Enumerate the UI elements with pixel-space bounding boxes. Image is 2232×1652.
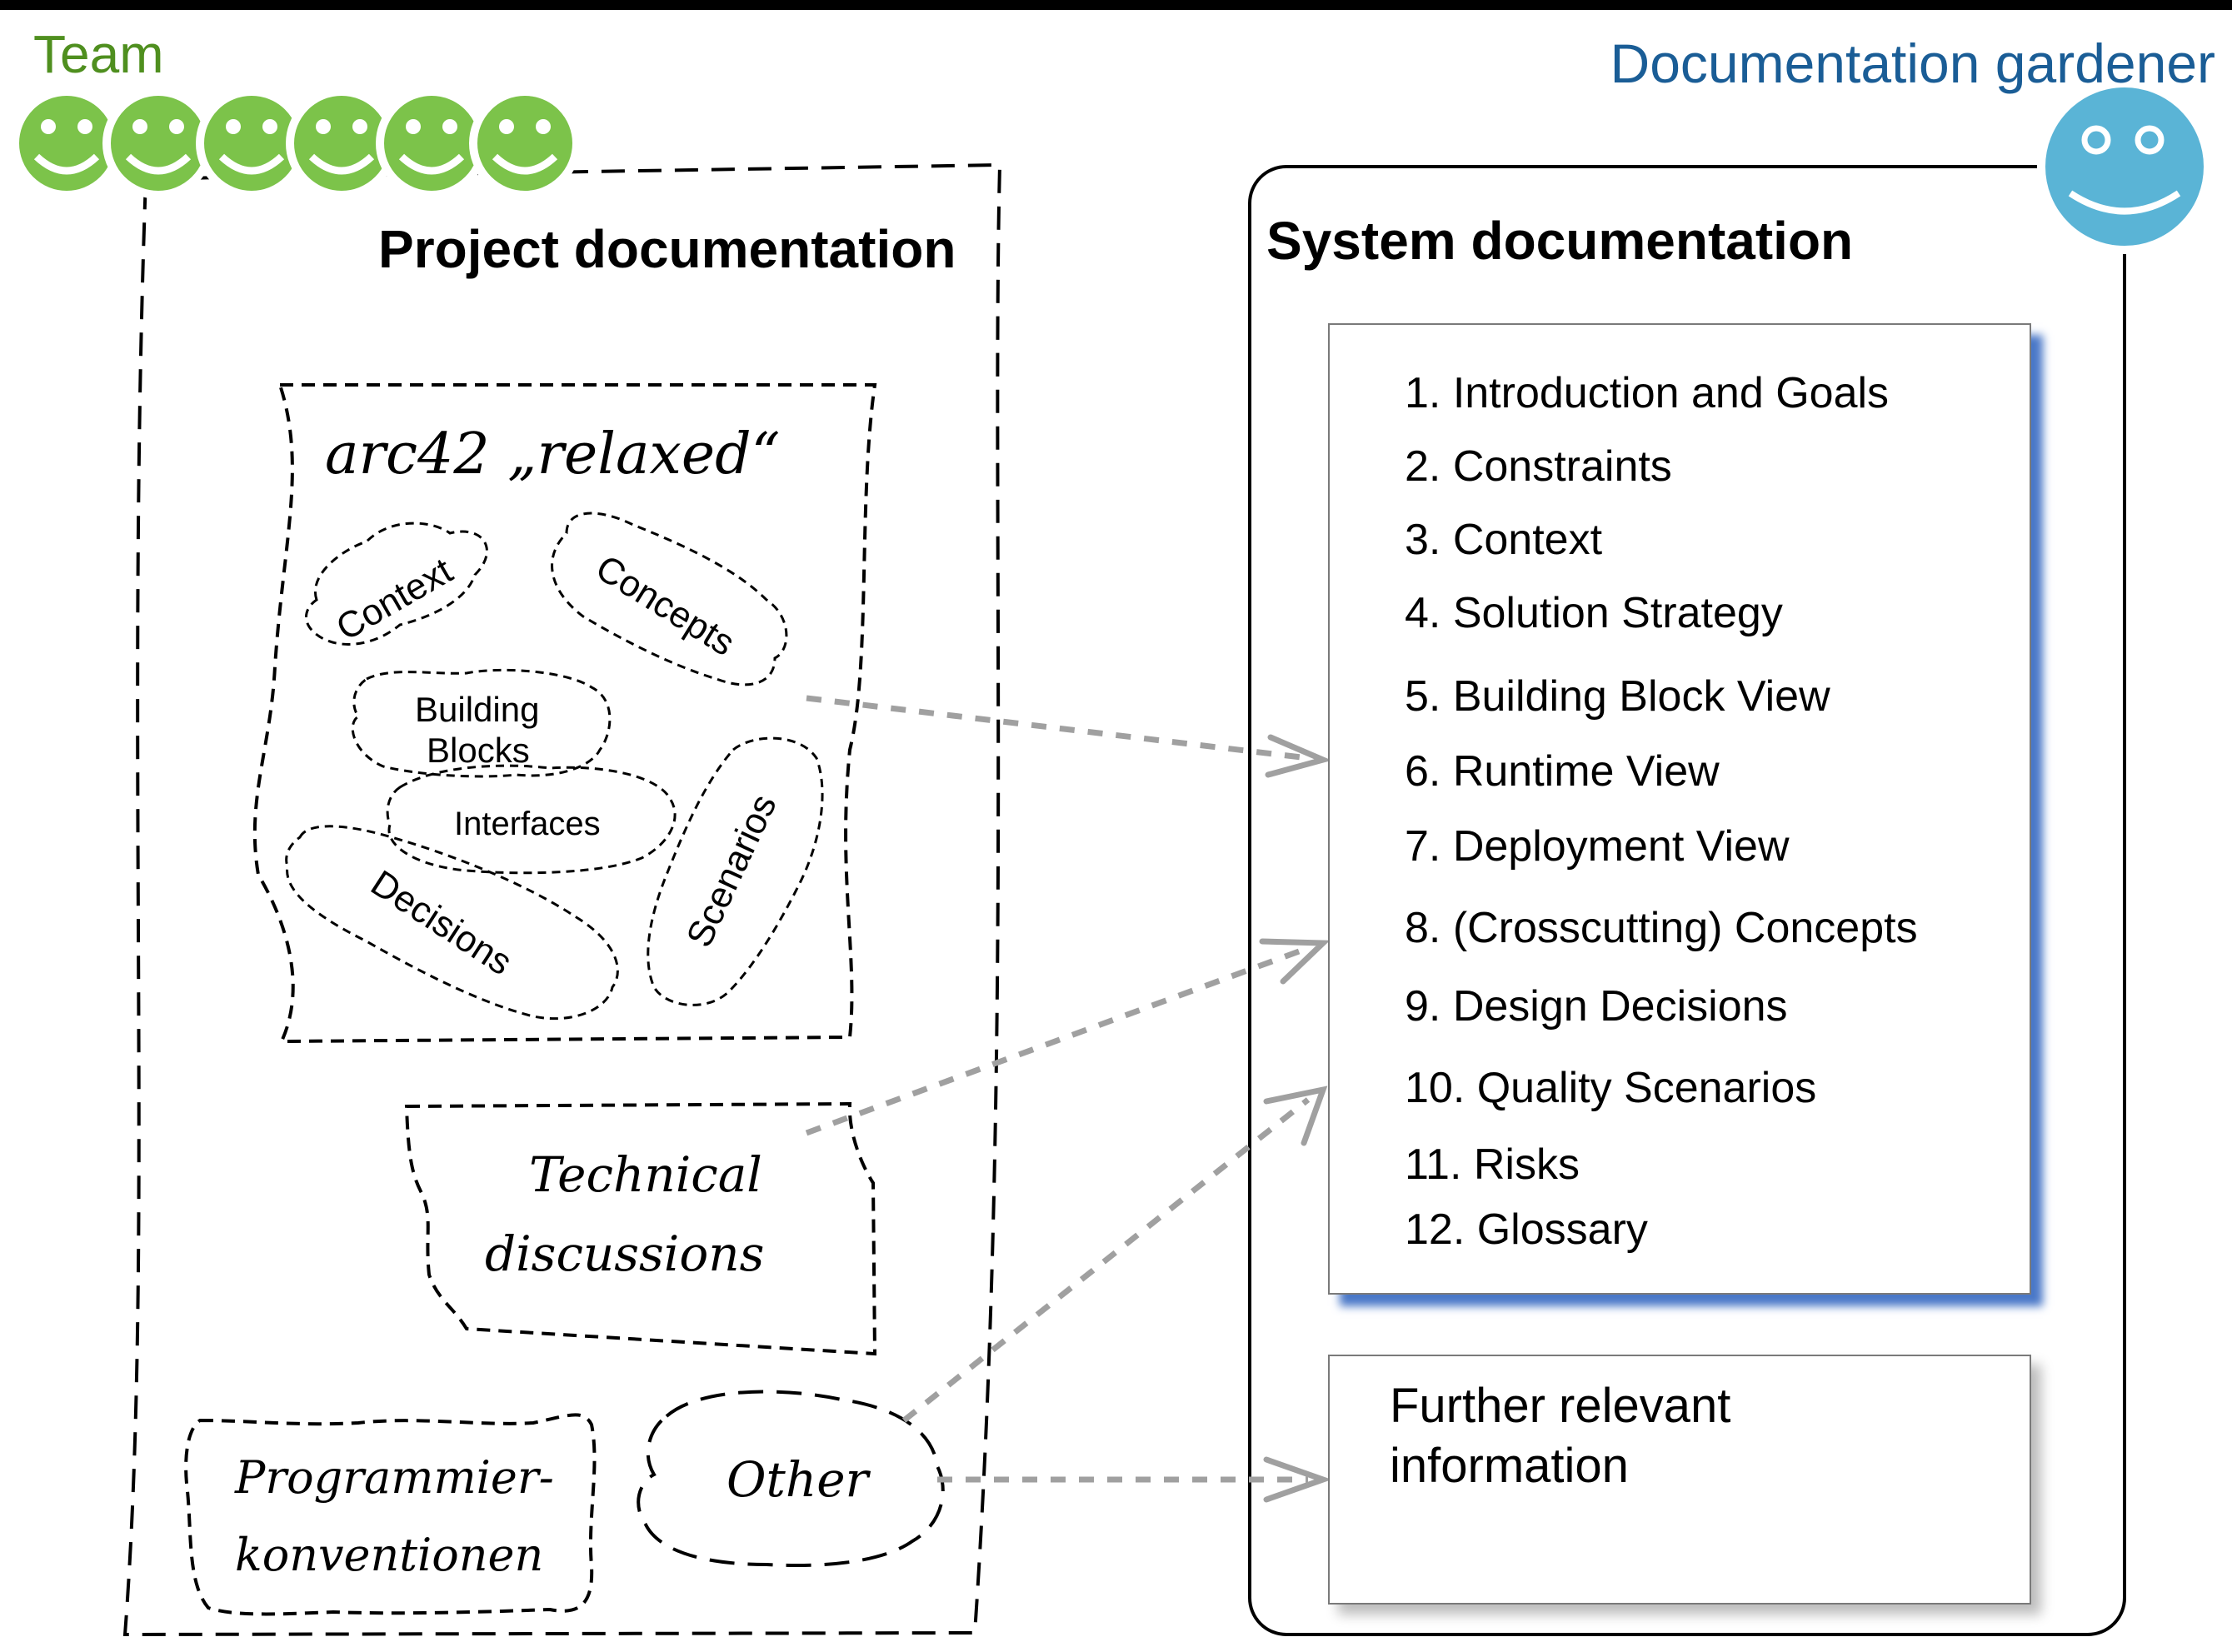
decisions-cloud bbox=[285, 825, 619, 1021]
decisions-cloud-label: Decisions bbox=[364, 862, 520, 983]
arrow-technical-to-toc bbox=[805, 945, 1310, 1136]
team-member-6-smiley-icon bbox=[469, 87, 581, 199]
team-label: Team bbox=[33, 24, 164, 84]
arrowhead-arc42 bbox=[1265, 734, 1332, 778]
concepts-cloud bbox=[551, 512, 788, 686]
interfaces-cloud-label: Interfaces bbox=[454, 806, 601, 842]
toc-item: 1. Introduction and Goals bbox=[1405, 369, 1890, 417]
toc-item: 10. Quality Scenarios bbox=[1405, 1064, 1817, 1112]
arrowhead-further bbox=[1263, 1456, 1332, 1503]
toc-item: 7. Deployment View bbox=[1405, 822, 1790, 871]
gardener-smiley-icon bbox=[2037, 79, 2212, 254]
programmierkonventionen-line2: konventionen bbox=[235, 1529, 543, 1581]
further-line-2: information bbox=[1390, 1439, 1629, 1493]
context-cloud-label: Context bbox=[330, 550, 460, 648]
toc-item: 4. Solution Strategy bbox=[1405, 589, 1783, 637]
building-blocks-label-line2: Blocks bbox=[427, 731, 530, 770]
programmierkonventionen-sheet bbox=[184, 1413, 597, 1616]
technical-discussions-line1: Technical bbox=[529, 1146, 762, 1203]
arrowhead-technical bbox=[1259, 938, 1331, 985]
toc-item: 2. Constraints bbox=[1405, 442, 1672, 491]
project-documentation-boundary bbox=[122, 162, 1002, 1637]
scenarios-cloud-label: Scenarios bbox=[679, 788, 785, 953]
top-border-bar bbox=[0, 0, 2232, 10]
scenarios-cloud bbox=[647, 736, 824, 1006]
arrow-other-to-toc bbox=[901, 1097, 1311, 1423]
programmierkonventionen-line1: Programmier- bbox=[234, 1451, 554, 1504]
project-documentation-title: Project documentation bbox=[378, 219, 956, 279]
team-member-1-smiley-icon bbox=[11, 87, 122, 199]
arrowheads bbox=[1259, 734, 1332, 1503]
system-documentation-boundary bbox=[1248, 165, 2126, 1636]
toc-item: 6. Runtime View bbox=[1405, 747, 1720, 796]
other-cloud bbox=[637, 1390, 945, 1568]
technical-discussions-line2: discussions bbox=[485, 1225, 764, 1282]
team-member-2-smiley-icon bbox=[102, 87, 214, 199]
further-relevant-information-box: Further relevant information bbox=[1328, 1355, 2031, 1605]
arrowhead-other-toc bbox=[1263, 1086, 1328, 1146]
further-relevant-information-label: Further relevant information bbox=[1390, 1376, 1973, 1496]
documentation-gardener-label: Documentation gardener bbox=[1610, 32, 2215, 94]
toc-item: 3. Context bbox=[1405, 516, 1603, 564]
toc-item: 9. Design Decisions bbox=[1405, 982, 1788, 1031]
system-documentation-title: System documentation bbox=[1266, 211, 1854, 271]
building-blocks-cloud bbox=[351, 668, 612, 778]
arc42-relaxed-sheet bbox=[252, 383, 877, 1044]
team-smileys bbox=[11, 87, 581, 199]
technical-discussions-sheet bbox=[404, 1101, 877, 1356]
context-cloud bbox=[305, 522, 488, 646]
other-cloud-label: Other bbox=[727, 1451, 871, 1508]
team-member-4-smiley-icon bbox=[286, 87, 397, 199]
further-line-1: Further relevant bbox=[1390, 1379, 1731, 1433]
building-blocks-label-line1: Building bbox=[415, 690, 539, 729]
arrows bbox=[805, 695, 1311, 1483]
toc-item: 12. Glossary bbox=[1405, 1205, 1648, 1254]
interfaces-cloud bbox=[386, 764, 677, 875]
toc-item: 8. (Crosscutting) Concepts bbox=[1405, 904, 1918, 952]
team-member-5-smiley-icon bbox=[376, 87, 487, 199]
toc-item: 5. Building Block View bbox=[1405, 672, 1830, 721]
toc-item: 11. Risks bbox=[1405, 1140, 1580, 1189]
arc42-relaxed-title: arc42 „relaxed“ bbox=[325, 422, 780, 487]
arc42-table-of-contents: 1. Introduction and Goals 2. Constraints 3… bbox=[1328, 323, 2031, 1295]
arrow-arc42-to-toc bbox=[806, 695, 1309, 761]
